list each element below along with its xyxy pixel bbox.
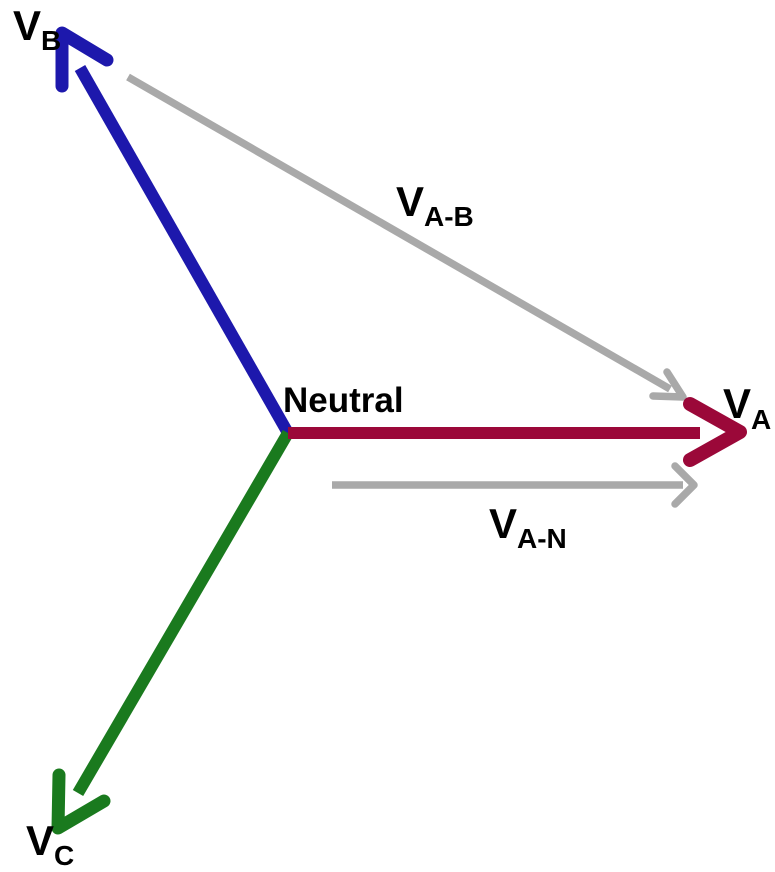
vector-vab: [126, 73, 687, 401]
label-van-main: V: [489, 500, 517, 547]
label-van: VA-N: [489, 500, 567, 554]
vc-arrowhead: [51, 768, 111, 835]
vb-shaft: [74, 65, 294, 436]
vc-shaft: [72, 429, 294, 797]
label-vc-sub: C: [54, 840, 74, 871]
van-arrowhead: [671, 462, 698, 508]
label-vb-main: V: [13, 2, 41, 49]
va-arrowhead: [683, 397, 747, 467]
label-va-main: V: [723, 380, 751, 427]
vector-vc: [51, 429, 294, 835]
vector-van: [332, 462, 698, 508]
vab-arrowhead: [649, 368, 687, 401]
label-vab-sub: A-B: [424, 201, 474, 232]
vab-shaft: [126, 73, 672, 393]
label-vb: VB: [13, 2, 61, 56]
vector-vb: [55, 26, 294, 436]
label-neutral: Neutral: [283, 381, 404, 420]
label-vc-main: V: [26, 817, 54, 864]
label-vab: VA-B: [396, 178, 474, 232]
vector-va: [288, 397, 747, 467]
label-vc: VC: [26, 817, 74, 871]
label-vb-sub: B: [41, 25, 61, 56]
label-va-sub: A: [751, 404, 771, 435]
label-van-sub: A-N: [517, 523, 567, 554]
label-va: VA: [723, 380, 771, 435]
label-vab-main: V: [396, 178, 424, 225]
vb-arrowhead: [55, 26, 114, 93]
